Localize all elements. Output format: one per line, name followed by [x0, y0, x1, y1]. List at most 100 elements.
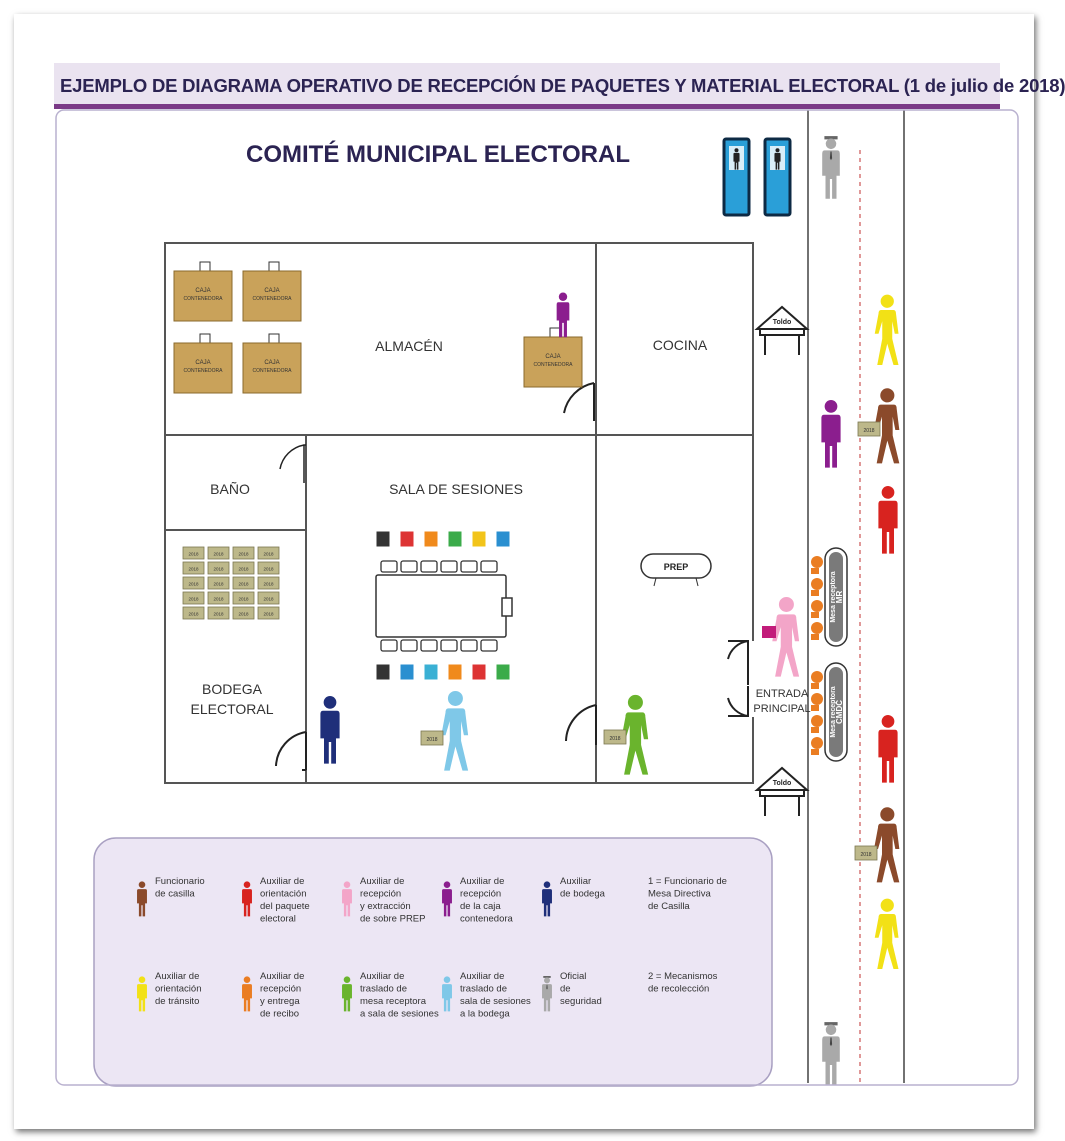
legend-text: 2 = Mecanismos	[648, 971, 718, 982]
room-bodega-line2: ELECTORAL	[191, 701, 274, 717]
package-icon: 2018	[182, 561, 205, 575]
room-cocina: COCINA	[653, 337, 708, 353]
caja-label: CONTENEDORA	[184, 296, 224, 302]
package-label: 2018	[188, 597, 199, 602]
package-label: 2018	[263, 612, 274, 617]
legend-text: y extracción	[360, 901, 411, 912]
party-logo	[399, 663, 415, 681]
legend-text: 1 = Funcionario de	[648, 876, 727, 887]
party-logo	[495, 530, 511, 548]
security-officer-icon	[822, 136, 840, 199]
package-icon: 2018	[207, 606, 230, 620]
legend-text: de	[560, 984, 571, 995]
package-label: 2018	[863, 428, 874, 434]
package-icon: 2018	[207, 546, 230, 560]
chair	[400, 639, 418, 652]
box-icon: CAJA CONTENEDORA	[242, 333, 302, 394]
legend-item: 2 = Mecanismos de recolección	[648, 971, 718, 995]
package-icon: 2018	[854, 845, 878, 861]
caja-label: CONTENEDORA	[253, 368, 293, 374]
party-logos	[375, 530, 511, 681]
legend-text: orientación	[260, 889, 306, 900]
session-chairs	[380, 560, 498, 652]
lightblue-person-icon	[441, 690, 469, 771]
legend-text: recepción	[260, 984, 301, 995]
package-icon: 2018	[182, 591, 205, 605]
legend-text: Auxiliar de	[360, 876, 404, 887]
package-label: 2018	[238, 552, 249, 557]
chair	[460, 639, 478, 652]
party-logo	[399, 530, 415, 548]
chair	[380, 639, 398, 652]
party-logo	[423, 663, 439, 681]
legend-text: sala de sesiones	[460, 996, 531, 1007]
package-label: 2018	[213, 612, 224, 617]
legend-text: de bodega	[560, 889, 606, 900]
package-icon: 2018	[207, 561, 230, 575]
caja-label: CAJA	[264, 360, 279, 366]
street	[807, 110, 905, 1083]
legend-text: del paquete	[260, 901, 310, 912]
package-icon: 2018	[857, 421, 881, 437]
chair	[440, 639, 458, 652]
building-floorplan	[164, 242, 754, 784]
legend-text: Auxiliar de	[260, 876, 304, 887]
prep-table: PREP	[640, 553, 712, 587]
package-label: 2018	[213, 552, 224, 557]
party-logo	[375, 663, 391, 681]
legend-text: Auxiliar de	[260, 971, 304, 982]
pink-person-icon	[772, 596, 800, 677]
package-label: 2018	[263, 567, 274, 572]
legend-text: electoral	[260, 914, 296, 925]
package-label: 2018	[238, 612, 249, 617]
package-label: 2018	[609, 736, 620, 742]
package-icon: 2018	[182, 546, 205, 560]
package-icon: 2018	[257, 591, 280, 605]
legend-text: traslado de	[360, 984, 407, 995]
legend-text: a la bodega	[460, 1009, 510, 1020]
legend-text: recepción	[360, 889, 401, 900]
legend-text: contenedora	[460, 914, 514, 925]
prep-label: PREP	[664, 562, 689, 572]
package-label: 2018	[238, 597, 249, 602]
entrada-line1: ENTRADA	[756, 688, 809, 700]
package-label: 2018	[213, 582, 224, 587]
legend-text: Mesa Directiva	[648, 889, 712, 900]
mesa-label: Mesa receptora	[830, 686, 837, 737]
package-icon: 2018	[207, 576, 230, 590]
room-almacen: ALMACÉN	[375, 338, 443, 354]
package-icon: 2018	[232, 576, 255, 590]
caja-label: CAJA	[264, 288, 279, 294]
package-icon: 2018	[257, 546, 280, 560]
chair	[440, 560, 458, 573]
package-label: 2018	[263, 597, 274, 602]
red-person-icon	[878, 715, 898, 783]
package-icon: 2018	[207, 591, 230, 605]
legend-text: a sala de sesiones	[360, 1009, 439, 1020]
navy-person-icon	[320, 696, 340, 764]
toldo-label: Toldo	[773, 319, 792, 326]
legend-text: de Casilla	[648, 901, 690, 912]
caja-label: CONTENEDORA	[253, 296, 293, 302]
legend-text: de recolección	[648, 984, 709, 995]
party-logo	[447, 530, 463, 548]
party-logo	[375, 530, 391, 548]
caja-label: CAJA	[545, 354, 560, 360]
purple-person-icon	[556, 292, 570, 338]
caja-label: CAJA	[195, 360, 210, 366]
legend-text: Funcionario	[155, 876, 205, 887]
package-icon: 2018	[232, 591, 255, 605]
toldo-label: Toldo	[773, 780, 792, 787]
